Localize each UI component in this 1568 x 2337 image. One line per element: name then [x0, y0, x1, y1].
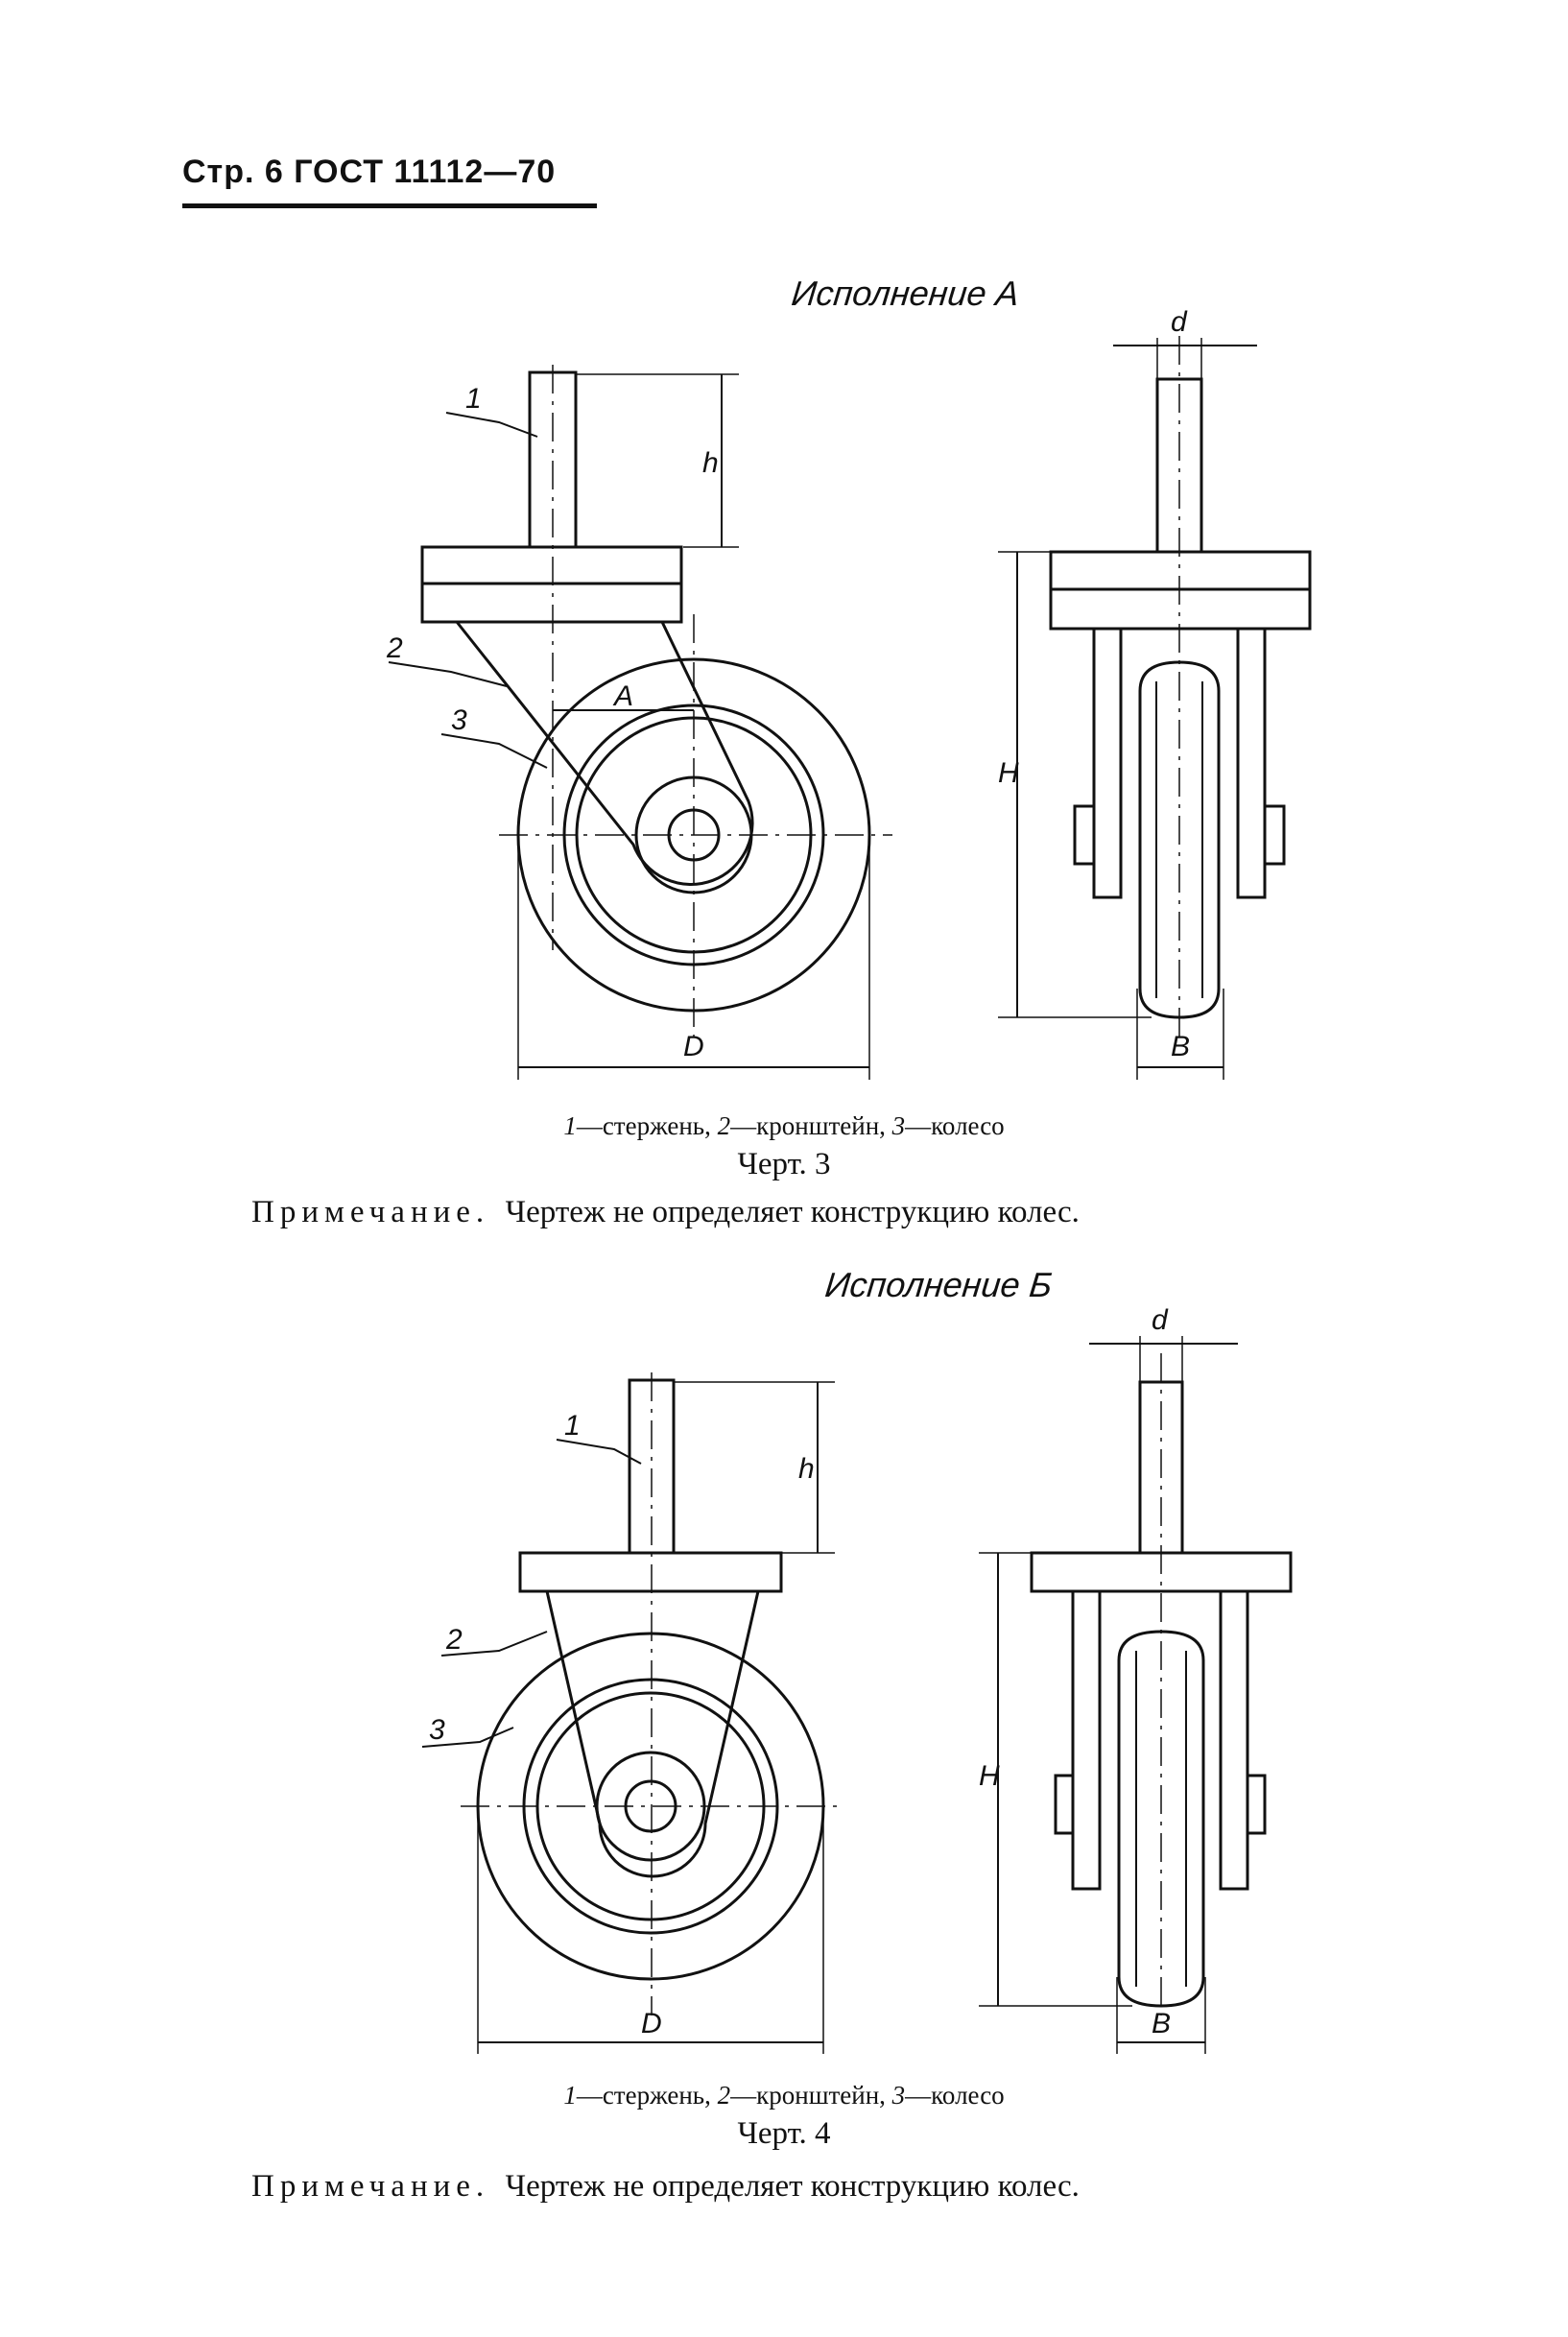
dim-H-label: H	[979, 1760, 1000, 1792]
callout-2: 2	[386, 632, 403, 664]
dim-A-label: A	[612, 680, 633, 712]
dim-d-label: d	[1152, 1304, 1169, 1336]
callout-1: 1	[564, 1410, 581, 1442]
callout-3: 3	[429, 1714, 445, 1746]
dim-d-label: d	[1171, 306, 1188, 338]
callout-2: 2	[445, 1624, 463, 1656]
wheel-front-b	[1117, 1630, 1205, 2008]
callout-1: 1	[465, 383, 482, 415]
header-rule	[182, 203, 597, 208]
dim-h-label: h	[798, 1453, 815, 1485]
dim-D-label: D	[683, 1031, 704, 1062]
figure-3-legend: 1—стержень, 2—кронштейн, 3—колесо	[563, 1111, 1005, 1140]
figure-3-drawing: 1 2 3 h A D d H B	[386, 306, 1312, 1080]
figure-3-title: Черт. 3	[737, 1147, 831, 1181]
dim-h-label: h	[702, 447, 719, 479]
note-1: Примечание. Чертеж не определяет констру…	[251, 1195, 1080, 1229]
figure-4-drawing: 1 2 3 h D d H B	[421, 1304, 1293, 2054]
plate-front-b	[1030, 1551, 1293, 1593]
wheel-front-a	[1138, 660, 1221, 1019]
callout-3: 3	[451, 704, 467, 736]
dim-B-label: B	[1171, 1031, 1190, 1062]
page-header: Стр. 6 ГОСТ 11112—70	[182, 154, 557, 190]
note-2: Примечание. Чертеж не определяет констру…	[251, 2169, 1080, 2204]
figure-4-title: Черт. 4	[737, 2116, 831, 2151]
figure-4-legend: 1—стержень, 2—кронштейн, 3—колесо	[563, 2081, 1005, 2110]
bracket-side-b	[545, 1590, 760, 1878]
dim-D-label: D	[641, 2008, 662, 2039]
dim-H-label: H	[998, 757, 1019, 789]
plate-side-b	[518, 1551, 783, 1593]
dim-B-label: B	[1152, 2008, 1171, 2039]
